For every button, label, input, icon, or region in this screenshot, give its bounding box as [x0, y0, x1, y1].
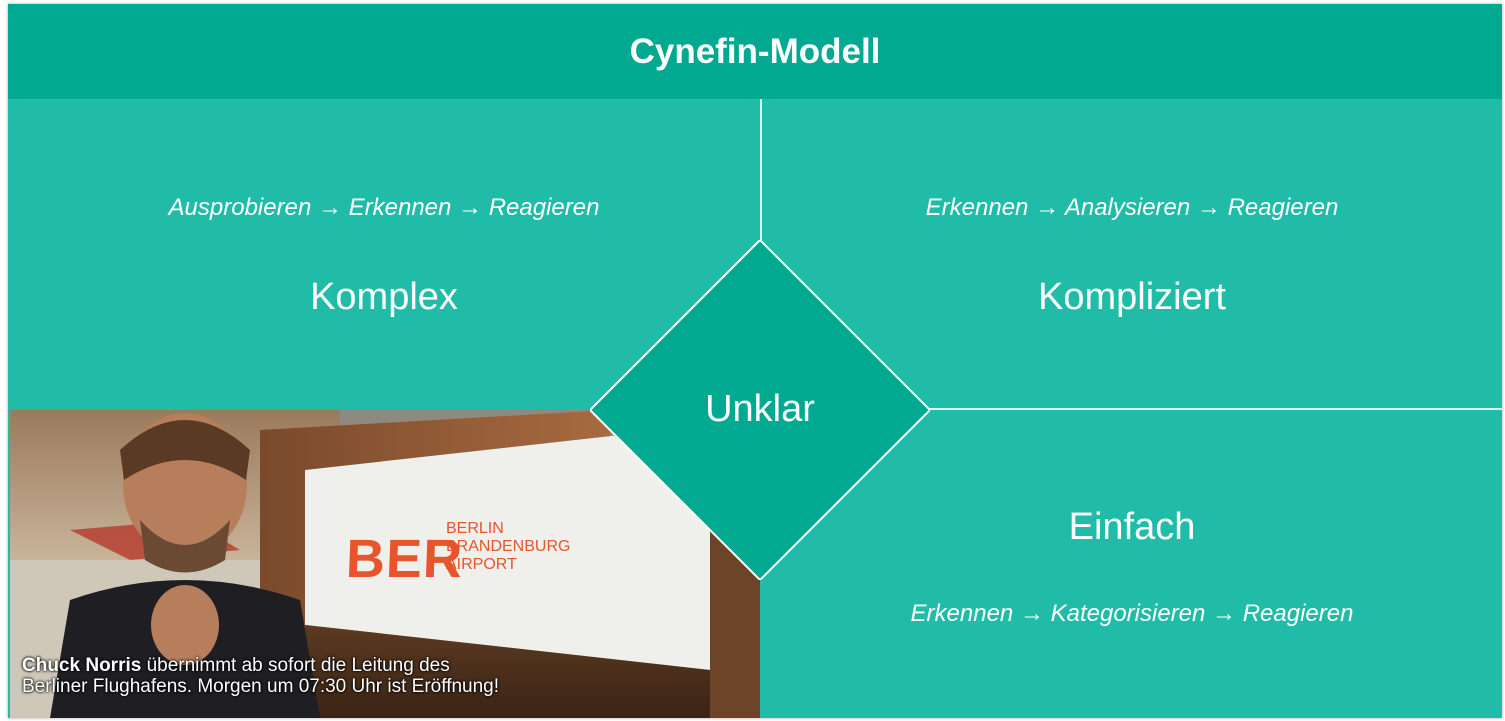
- caption-text: übernimmt ab sofort die Leitung des: [141, 655, 450, 676]
- caption-bold-name: Chuck Norris: [22, 655, 142, 676]
- complex-process: Ausprobieren → Erkennen → Reagieren: [168, 194, 600, 221]
- sign-line: BRANDENBURG: [446, 538, 571, 555]
- simple-label: Einfach: [1068, 506, 1196, 548]
- complicated-process: Erkennen → Analysieren → Reagieren: [925, 194, 1339, 221]
- photo-caption: Chuck Norris übernimmt ab sofort die Lei…: [22, 655, 742, 697]
- complex-label: Komplex: [310, 276, 458, 318]
- disorder-label: Unklar: [705, 388, 815, 430]
- horizontal-divider: [928, 408, 1502, 410]
- vertical-divider: [760, 99, 762, 244]
- airport-photo: BER BERLIN BRANDENBURG AIRPORT Chuck Nor…: [10, 410, 760, 718]
- simple-process: Erkennen → Kategorisieren → Reagieren: [910, 600, 1354, 627]
- slide-title: Cynefin-Modell: [629, 31, 881, 71]
- slide: Cynefin-Modell Ausprobieren → Erkennen →…: [8, 4, 1502, 718]
- airport-scene-illustration: [10, 410, 760, 718]
- sign-line: BERLIN: [446, 520, 504, 537]
- complicated-label: Kompliziert: [1038, 276, 1226, 318]
- disorder-diamond: [590, 240, 930, 580]
- ber-sign-text: BERLIN BRANDENBURG AIRPORT: [446, 520, 570, 574]
- header-bar: Cynefin-Modell: [8, 4, 1502, 99]
- caption-text-line2: Berliner Flughafens. Morgen um 07:30 Uhr…: [22, 676, 500, 697]
- sign-line: AIRPORT: [446, 556, 517, 573]
